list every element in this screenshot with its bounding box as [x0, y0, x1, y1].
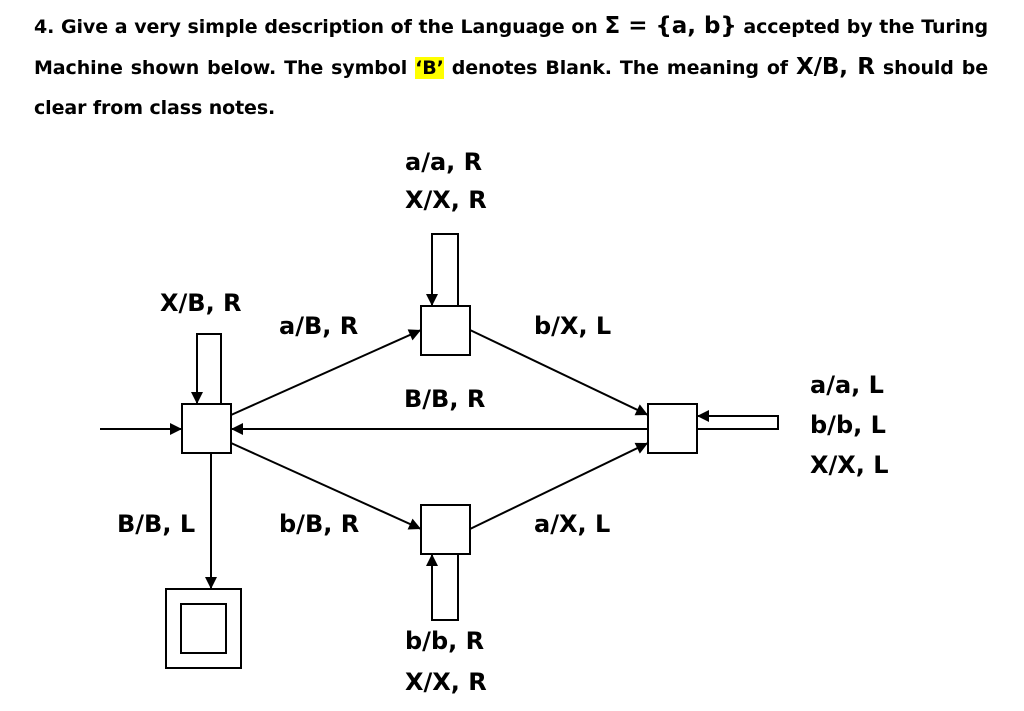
loop-right: [697, 410, 779, 430]
question-part1: Give a very simple description of the La…: [61, 16, 598, 38]
question-part3: denotes Blank. The meaning of: [451, 57, 788, 79]
blank-symbol-highlight: ‘B’: [415, 57, 444, 79]
state-right: [647, 403, 698, 454]
state-final: [165, 588, 242, 669]
notation-example: X/B, R: [795, 54, 875, 80]
label-bottom-loop-2: X/X, R: [405, 668, 487, 696]
question-part4: should be clear from class notes.: [34, 57, 989, 119]
label-start-to-final: B/B, L: [117, 510, 195, 538]
label-right-loop-1: a/a, L: [810, 371, 884, 399]
loop-top: [426, 233, 459, 306]
edge-start-to-top: [230, 329, 422, 416]
label-top-loop-1: a/a, R: [405, 148, 482, 176]
label-start-to-top: a/B, R: [279, 312, 358, 340]
label-right-to-start: B/B, R: [404, 385, 485, 413]
question-text: 4. Give a very simple description of the…: [34, 6, 988, 128]
edge-top-to-right: [469, 329, 649, 416]
loop-start: [191, 333, 222, 404]
question-number: 4.: [34, 16, 55, 38]
sigma-definition: Σ = {a, b}: [604, 13, 737, 39]
label-right-loop-2: b/b, L: [810, 411, 886, 439]
label-right-loop-3: X/X, L: [810, 451, 889, 479]
label-top-loop-2: X/X, R: [405, 186, 487, 214]
label-top-to-right: b/X, L: [534, 312, 611, 340]
state-start: [181, 403, 232, 454]
edge-bottom-to-right: [469, 442, 649, 530]
label-bottom-to-right: a/X, L: [534, 510, 610, 538]
label-bottom-loop-1: b/b, R: [405, 627, 484, 655]
edge-start-to-bottom: [230, 442, 422, 530]
label-start-to-bottom: b/B, R: [279, 510, 359, 538]
state-top: [420, 305, 471, 356]
question-part2: accepted by the Turing Machine shown bel…: [34, 16, 989, 79]
state-bottom: [420, 504, 471, 555]
loop-bottom: [426, 554, 459, 621]
label-start-loop: X/B, R: [160, 289, 242, 317]
